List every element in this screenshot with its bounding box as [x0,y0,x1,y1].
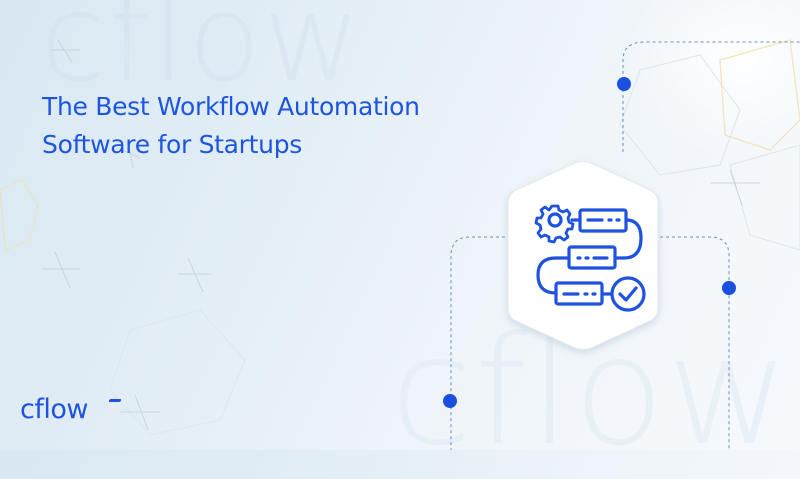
hexagon-outline-icon [719,39,800,151]
connector-lines [443,41,800,450]
cflow-logo: cflow [20,394,88,425]
gear-icon [534,204,575,244]
page-title: The Best Workflow Automation Software fo… [42,88,420,164]
background-decorations [0,39,800,436]
checkmark-circle-icon [610,276,646,312]
hexagon-outline-icon [729,144,800,251]
hexagon-card [507,161,659,350]
sparkle-icon [42,39,760,431]
node-dot-top [617,77,631,91]
connector-left [450,236,505,450]
title-line-2: Software for Startups [42,130,302,159]
node-dot-right [722,281,736,295]
title-line-1: The Best Workflow Automation [42,92,420,121]
node-dot-left [443,394,457,408]
workflow-automation-icon [534,204,646,312]
logo-accent-mark [108,399,122,402]
connector-top [622,41,800,152]
background-glow [620,0,800,160]
hexagon-outline-icon [619,54,741,176]
hexagon-outline-icon [0,179,39,251]
connector-right [660,236,730,450]
watermark-top: cflow [40,0,364,109]
hexagon-outline-icon [109,309,246,436]
